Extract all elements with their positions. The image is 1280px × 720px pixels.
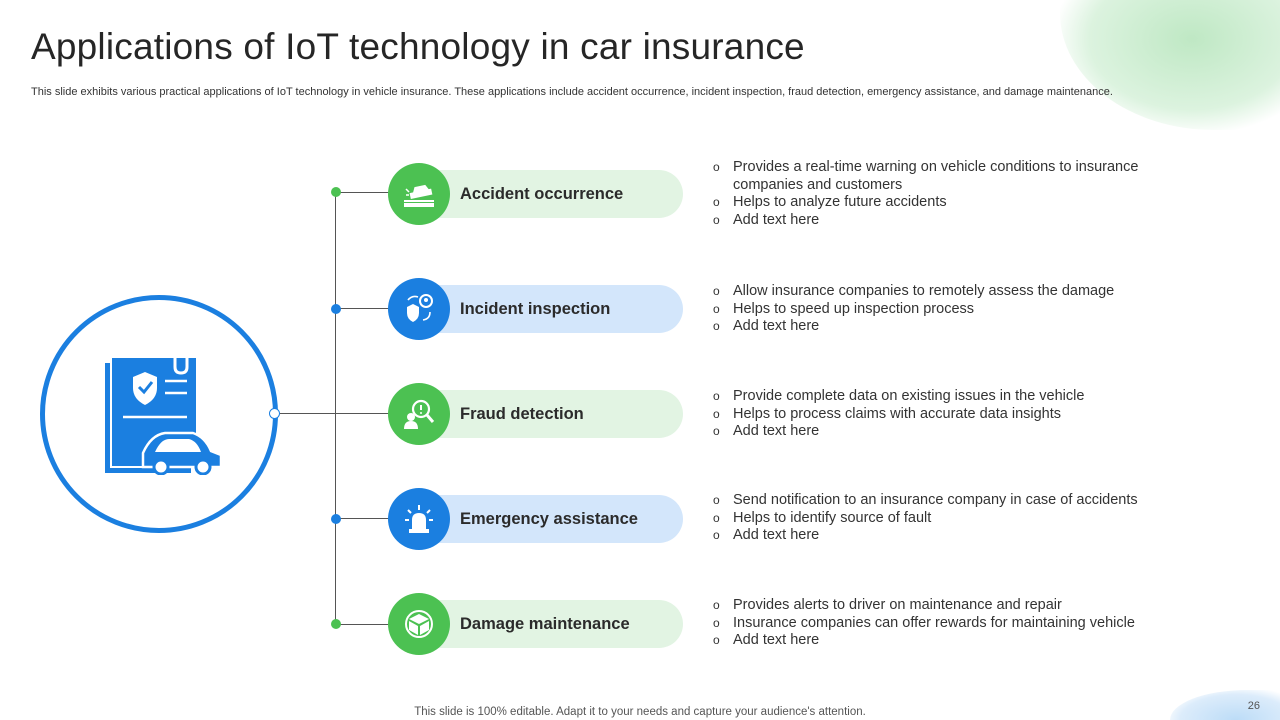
bullet-item: Add text here bbox=[713, 527, 1163, 545]
hub-circle bbox=[40, 295, 278, 533]
branch-line-4 bbox=[336, 518, 390, 519]
bullet-item: Helps to analyze future accidents bbox=[713, 194, 1163, 212]
bullet-item: Add text here bbox=[713, 212, 1163, 230]
bullet-item: Insurance companies can offer rewards fo… bbox=[713, 615, 1163, 633]
bullet-item: Provides a real-time warning on vehicle … bbox=[713, 159, 1163, 194]
bullet-item: Provides alerts to driver on maintenance… bbox=[713, 597, 1163, 615]
bullet-list-emergency-assistance: Send notification to an insurance compan… bbox=[713, 492, 1163, 545]
fraud-magnifier-icon bbox=[388, 383, 450, 445]
bullet-item: Helps to process claims with accurate da… bbox=[713, 406, 1163, 424]
bullet-item: Send notification to an insurance compan… bbox=[713, 492, 1163, 510]
vertical-connector bbox=[335, 192, 336, 625]
bullet-item: Add text here bbox=[713, 423, 1163, 441]
hub-connector-dot bbox=[269, 408, 280, 419]
bullet-list-damage-maintenance: Provides alerts to driver on maintenance… bbox=[713, 597, 1163, 650]
item-label: Accident occurrence bbox=[460, 184, 624, 203]
slide-subtitle: This slide exhibits various practical ap… bbox=[31, 86, 1113, 98]
node-dot-5 bbox=[331, 619, 341, 629]
node-dot-4 bbox=[331, 514, 341, 524]
node-dot-1 bbox=[331, 187, 341, 197]
bullet-list-fraud-detection: Provide complete data on existing issues… bbox=[713, 388, 1163, 441]
insurance-document-car-icon bbox=[105, 355, 223, 475]
item-label: Fraud detection bbox=[460, 404, 584, 423]
bullet-item: Add text here bbox=[713, 318, 1163, 336]
bullet-item: Add text here bbox=[713, 632, 1163, 650]
car-accident-icon bbox=[388, 163, 450, 225]
item-label: Damage maintenance bbox=[460, 614, 630, 633]
bullet-item: Helps to identify source of fault bbox=[713, 510, 1163, 528]
hub-connector-line bbox=[280, 413, 390, 414]
branch-line-1 bbox=[336, 192, 390, 193]
node-dot-2 bbox=[331, 304, 341, 314]
item-label: Incident inspection bbox=[460, 299, 611, 318]
item-label: Emergency assistance bbox=[460, 509, 638, 528]
branch-line-5 bbox=[336, 624, 390, 625]
bullet-item: Allow insurance companies to remotely as… bbox=[713, 283, 1163, 301]
slide-title: Applications of IoT technology in car in… bbox=[31, 26, 805, 67]
bullet-list-accident-occurrence: Provides a real-time warning on vehicle … bbox=[713, 159, 1163, 229]
maintenance-box-icon bbox=[388, 593, 450, 655]
bullet-item: Helps to speed up inspection process bbox=[713, 301, 1163, 319]
emergency-siren-icon bbox=[388, 488, 450, 550]
decorative-blob-top bbox=[1060, 0, 1280, 130]
branch-line-2 bbox=[336, 308, 390, 309]
inspection-shield-icon bbox=[388, 278, 450, 340]
footer-note: This slide is 100% editable. Adapt it to… bbox=[414, 706, 866, 718]
bullet-list-incident-inspection: Allow insurance companies to remotely as… bbox=[713, 283, 1163, 336]
bullet-item: Provide complete data on existing issues… bbox=[713, 388, 1163, 406]
page-number: 26 bbox=[1247, 700, 1260, 712]
